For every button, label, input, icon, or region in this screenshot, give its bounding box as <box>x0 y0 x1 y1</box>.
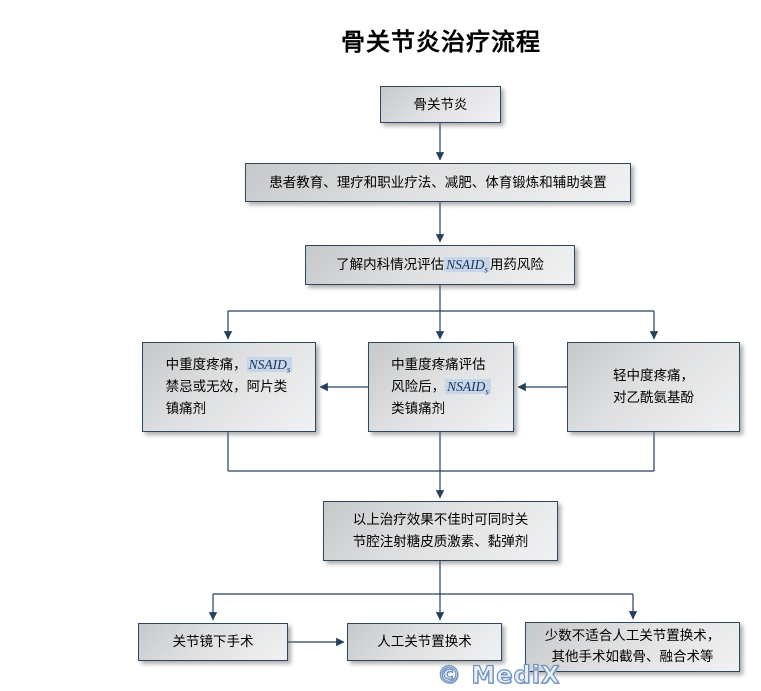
label-line-3: 镇痛剂 <box>165 401 207 417</box>
label-line-2: 其他手术如截骨、融合术等 <box>551 649 714 665</box>
label-line-1: 少数不适合人工关节置换术， <box>544 628 721 644</box>
edge-merge-to-injection <box>227 432 655 499</box>
nsaid-field: NSAIDs <box>246 357 293 375</box>
label-line-1: 以上治疗效果不佳时可同时关 <box>352 512 529 528</box>
node-label: 患者教育、理疗和职业疗法、减肥、体育锻炼和辅助装置 <box>269 174 607 191</box>
node-joint-replacement: 人工关节置换术 <box>347 623 502 661</box>
label-prefix: 了解内科情况评估 <box>336 257 445 273</box>
label-line-1: 轻中度疼痛， <box>613 368 694 384</box>
node-label: 人工关节置换术 <box>377 634 472 650</box>
nsaid-text: NSAID <box>447 379 486 394</box>
nsaid-text: NSAID <box>446 257 485 272</box>
nsaid-text: NSAID <box>248 357 287 372</box>
node-label: 以上治疗效果不佳时可同时关 节腔注射糖皮质激素、黏弹剂 <box>353 509 529 553</box>
node-intraarticular-injection: 以上治疗效果不佳时可同时关 节腔注射糖皮质激素、黏弹剂 <box>323 501 558 561</box>
nsaid-field: NSAIDs <box>444 257 490 275</box>
line-text: 风险后， <box>391 379 446 395</box>
node-label: 中重度疼痛，NSAIDs 禁忌或无效，阿片类 镇痛剂 <box>166 354 293 420</box>
node-label: 中重度疼痛评估 风险后，NSAIDs 类镇痛剂 <box>391 354 491 420</box>
label-suffix: 用药风险 <box>489 257 544 273</box>
nsaid-subscript: s <box>485 386 489 397</box>
edge-injection-split <box>208 561 638 621</box>
label-line-2: 节腔注射糖皮质激素、黏弹剂 <box>352 534 529 550</box>
node-label: 关节镜下手术 <box>172 634 254 650</box>
nsaid-subscript: s <box>286 364 291 375</box>
label-line-2: 风险后，NSAIDs <box>391 376 491 398</box>
node-patient-education: 患者教育、理疗和职业疗法、减肥、体育锻炼和辅助装置 <box>245 163 631 202</box>
node-label: 轻中度疼痛， 对乙酰氨基酚 <box>613 365 694 409</box>
label-line-2: 对乙酰氨基酚 <box>613 390 694 406</box>
label-line-1: 中重度疼痛，NSAIDs <box>166 354 293 376</box>
page-title: 骨关节炎治疗流程 <box>341 28 541 56</box>
node-other-surgery: 少数不适合人工关节置换术， 其他手术如截骨、融合术等 <box>525 622 740 672</box>
label-line-1: 中重度疼痛评估 <box>391 357 486 373</box>
label-line-3: 类镇痛剂 <box>391 401 446 417</box>
nsaid-field: NSAIDs <box>445 379 491 397</box>
line-text: 中重度疼痛， <box>165 357 247 373</box>
node-acetaminophen: 轻中度疼痛， 对乙酰氨基酚 <box>567 342 740 432</box>
nsaid-subscript: s <box>484 264 488 275</box>
label-line-2: 禁忌或无效，阿片类 <box>165 379 288 395</box>
node-nsaid-analgesics: 中重度疼痛评估 风险后，NSAIDs 类镇痛剂 <box>368 342 514 432</box>
node-opioid-analgesics: 中重度疼痛，NSAIDs 禁忌或无效，阿片类 镇痛剂 <box>142 342 316 432</box>
edge-risk-split <box>223 285 659 340</box>
node-osteoarthritis: 骨关节炎 <box>380 86 501 123</box>
node-arthroscopic-surgery: 关节镜下手术 <box>138 623 288 661</box>
watermark: © MediX <box>436 660 561 689</box>
node-label: 骨关节炎 <box>413 96 468 113</box>
node-label: 少数不适合人工关节置换术， 其他手术如截骨、融合术等 <box>545 626 721 668</box>
